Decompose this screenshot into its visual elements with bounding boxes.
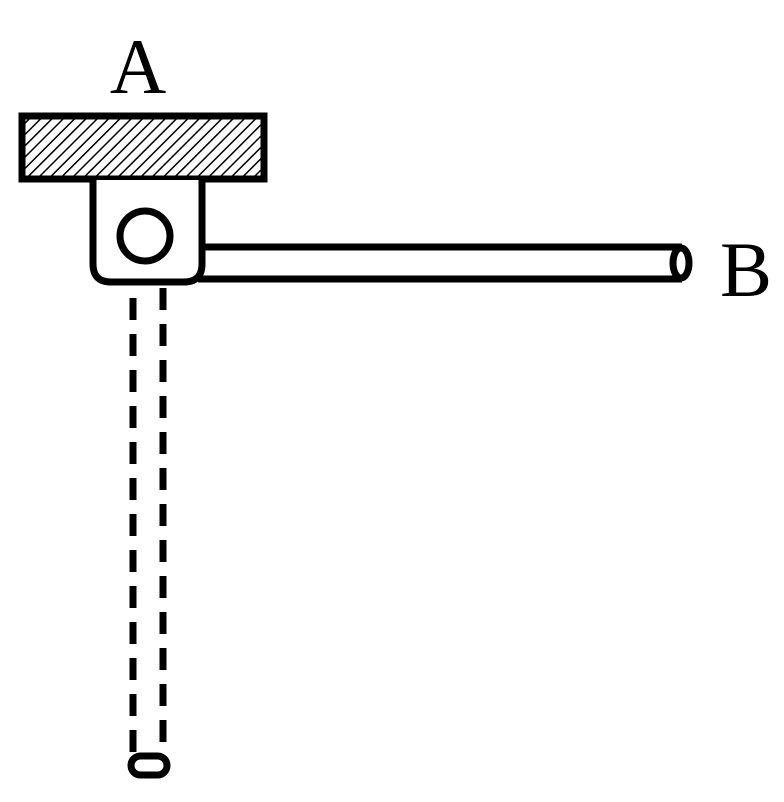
label-b: B: [720, 226, 772, 313]
ceiling-support: [18, 112, 268, 183]
label-a: A: [110, 23, 166, 110]
dashed-rod-end-cap: [127, 752, 171, 779]
pivot-pin: [116, 207, 174, 265]
rod-end-cap: [669, 244, 693, 282]
